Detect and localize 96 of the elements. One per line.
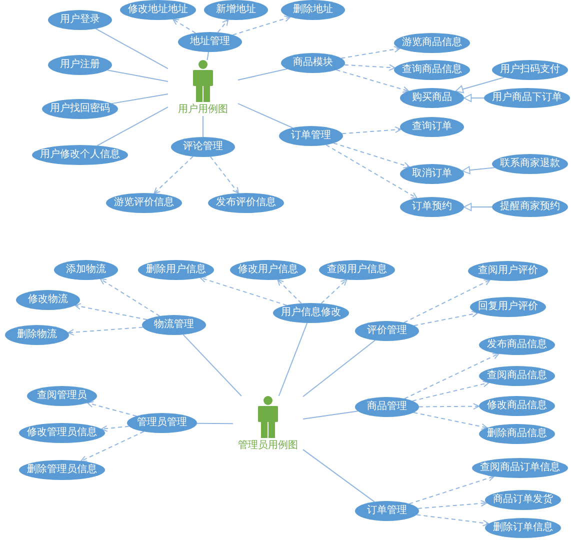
dashed-arrow xyxy=(344,64,396,71)
association-line xyxy=(196,422,234,424)
actor-label: 管理员用例图 xyxy=(238,440,298,452)
association-line xyxy=(111,93,168,104)
association-line xyxy=(302,449,375,502)
dashed-arrow xyxy=(86,401,138,417)
association-line xyxy=(106,70,168,82)
association-line xyxy=(278,322,308,396)
dashed-arrow xyxy=(100,278,160,317)
use-case-ellipse: 订单管理 xyxy=(355,501,419,521)
use-case-ellipse: 删除商品信息 xyxy=(479,424,555,444)
generalization-arrow xyxy=(464,202,492,212)
association-line xyxy=(302,340,376,398)
use-case-ellipse: 购买商品 xyxy=(400,88,464,108)
association-line xyxy=(206,52,209,60)
use-case-ellipse: 修改地址地址 xyxy=(120,0,196,20)
use-case-ellipse: 订单预约 xyxy=(400,197,464,217)
use-case-ellipse: 删除物流 xyxy=(5,325,69,345)
use-case-ellipse: 删除订单信息 xyxy=(485,518,561,538)
dashed-arrow xyxy=(336,69,410,93)
dashed-arrow xyxy=(217,19,229,33)
use-case-ellipse: 游览商品信息 xyxy=(394,33,470,53)
dashed-arrow xyxy=(232,16,291,36)
use-case-ellipse: 联系商家退款 xyxy=(492,154,568,174)
use-case-ellipse: 用户登录 xyxy=(48,10,112,30)
dashed-arrow xyxy=(340,46,400,59)
use-case-ellipse: 查阅商品信息 xyxy=(479,366,555,386)
dashed-arrow xyxy=(172,18,196,34)
dashed-arrow xyxy=(326,144,418,199)
use-case-ellipse: 删除管理员信息 xyxy=(19,460,105,480)
use-case-ellipse: 查询商品信息 xyxy=(394,60,470,80)
use-case-ellipse: 删除用户信息 xyxy=(138,260,214,280)
dashed-arrow xyxy=(408,475,494,504)
dashed-arrow xyxy=(417,500,488,509)
use-case-ellipse: 新增地址 xyxy=(204,0,268,20)
use-case-ellipse: 修改管理员信息 xyxy=(19,423,105,443)
use-case-ellipse: 评论管理 xyxy=(171,137,235,157)
use-case-ellipse: 查阅商品订单信息 xyxy=(472,458,568,478)
dashed-arrow xyxy=(101,425,130,432)
use-case-ellipse: 查阅用户评价 xyxy=(468,261,548,281)
use-case-ellipse: 查阅用户信息 xyxy=(319,260,395,280)
dashed-arrow xyxy=(210,156,239,194)
use-case-ellipse: 订单管理 xyxy=(279,126,343,146)
dashed-arrow xyxy=(413,412,488,430)
use-case-ellipse: 发布商品信息 xyxy=(479,335,555,355)
generalization-arrow xyxy=(455,76,505,94)
dashed-arrow xyxy=(404,353,500,400)
dashed-arrow xyxy=(416,514,490,526)
association-line xyxy=(96,106,168,146)
use-case-ellipse: 用户信息修改 xyxy=(273,303,349,323)
dashed-arrow xyxy=(342,126,402,134)
use-case-ellipse: 删除地址 xyxy=(281,0,345,20)
actor-label: 用户用例图 xyxy=(178,104,228,116)
dashed-arrow xyxy=(68,326,144,336)
use-case-ellipse: 查阅管理员 xyxy=(27,386,97,406)
generalization-arrow xyxy=(462,166,496,174)
dashed-arrow xyxy=(154,156,194,194)
use-case-ellipse: 商品订单发货 xyxy=(485,490,561,510)
dashed-arrow xyxy=(277,279,302,304)
association-line xyxy=(182,334,242,396)
dashed-arrow xyxy=(320,279,348,304)
dashed-arrow xyxy=(333,142,410,168)
use-case-ellipse: 用户扫码支付 xyxy=(492,60,568,80)
use-case-ellipse: 查询订单 xyxy=(400,117,464,137)
generalization-arrow xyxy=(464,94,484,102)
use-case-ellipse: 商品管理 xyxy=(355,397,419,417)
use-case-ellipse: 修改物流 xyxy=(16,290,80,310)
dashed-arrow xyxy=(412,380,490,402)
use-case-ellipse: 取消订单 xyxy=(400,164,464,184)
dashed-arrow xyxy=(404,279,490,324)
use-case-ellipse: 管理员管理 xyxy=(127,413,197,433)
use-case-ellipse: 发布评价信息 xyxy=(208,193,284,213)
use-case-ellipse: 用户找回密码 xyxy=(42,99,118,119)
use-case-ellipse: 用户注册 xyxy=(48,55,112,75)
association-line xyxy=(95,28,168,70)
association-line xyxy=(202,116,204,138)
dashed-arrow xyxy=(418,403,480,410)
use-case-ellipse: 添加物流 xyxy=(54,260,118,280)
use-case-ellipse: 地址管理 xyxy=(178,32,242,52)
use-case-ellipse: 回复用户评价 xyxy=(470,297,546,317)
dashed-arrow xyxy=(200,276,288,306)
use-case-ellipse: 修改商品信息 xyxy=(479,396,555,416)
use-case-ellipse: 评价管理 xyxy=(355,321,419,341)
association-line xyxy=(302,410,358,420)
use-case-ellipse: 用户修改个人信息 xyxy=(32,145,128,165)
use-case-ellipse: 游览评价信息 xyxy=(106,193,182,213)
dashed-arrow xyxy=(414,310,478,326)
association-line xyxy=(238,68,288,81)
use-case-ellipse: 提醒商家预约 xyxy=(492,197,568,217)
dashed-arrow xyxy=(74,303,148,320)
use-case-ellipse: 修改用户信息 xyxy=(230,260,306,280)
use-case-ellipse: 物流管理 xyxy=(142,315,206,335)
dashed-arrow xyxy=(80,431,144,462)
use-case-ellipse: 用户商品下订单 xyxy=(484,88,570,108)
association-line xyxy=(238,103,294,128)
use-case-ellipse: 商品模块 xyxy=(281,53,345,73)
